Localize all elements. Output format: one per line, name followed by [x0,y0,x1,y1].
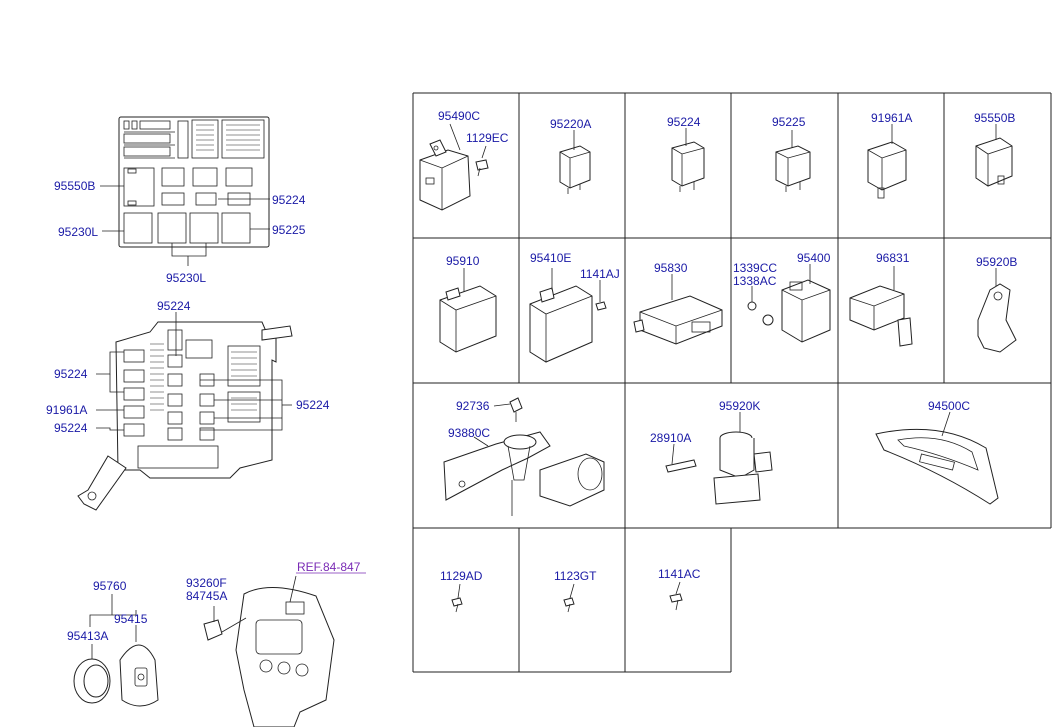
label-95225-grid[interactable]: 95225 [772,115,806,129]
part-95224-illustration [671,128,705,192]
part-95920k-illustration [665,412,773,505]
label-95224-right[interactable]: 95224 [296,398,330,412]
part-94500c-illustration [875,411,999,505]
label-95400[interactable]: 95400 [797,251,831,265]
part-1129ad-illustration [451,583,463,613]
label-95550b[interactable]: 95550B [54,179,95,193]
reference-link[interactable]: REF.84-847 [297,560,361,574]
label-93260f[interactable]: 93260F [186,576,227,590]
part-1141ac-illustration [669,581,683,611]
part-95830-illustration [633,274,723,345]
label-95410e[interactable]: 95410E [530,251,571,265]
part-95220a-illustration [559,130,591,194]
label-95224[interactable]: 95224 [272,193,306,207]
label-96831[interactable]: 96831 [876,251,910,265]
part-93880c-illustration [443,397,605,516]
label-1141ac[interactable]: 1141AC [658,567,701,581]
label-1339cc[interactable]: 1339CC [733,261,777,275]
label-92736[interactable]: 92736 [456,399,490,413]
part-91961a-illustration [867,124,907,199]
label-95224-left-lower[interactable]: 95224 [54,421,88,435]
parts-grid: 95490C 1129EC 95220A 95224 95225 [412,92,1052,673]
label-95415[interactable]: 95415 [114,612,148,626]
label-95224-top[interactable]: 95224 [157,299,191,313]
part-95225-illustration [775,130,811,192]
part-96831-illustration [849,266,913,347]
label-95760[interactable]: 95760 [93,579,127,593]
label-95230l[interactable]: 95230L [58,225,98,239]
label-95230l-bottom[interactable]: 95230L [166,271,206,285]
label-94500c[interactable]: 94500C [928,399,970,413]
part-1123gt-illustration [563,583,575,613]
part-95490c-illustration [419,123,489,211]
part-95400-illustration [747,264,831,343]
label-28910a[interactable]: 28910A [650,431,691,445]
part-95550b-illustration [975,124,1013,187]
center-panel-diagram: 93260F 84745A REF.84-847 [186,560,366,727]
fuse-box-diagram: 95550B 95224 95230L 95225 95230L [54,116,306,285]
label-1129ec[interactable]: 1129EC [466,131,509,145]
label-91961a[interactable]: 91961A [46,403,87,417]
label-95920k[interactable]: 95920K [719,399,760,413]
label-1141aj[interactable]: 1141AJ [580,267,620,281]
label-95224-grid[interactable]: 95224 [667,115,701,129]
remote-key-diagram: 95760 95413A 95415 [67,579,159,707]
label-95225[interactable]: 95225 [272,223,306,237]
label-95920b[interactable]: 95920B [976,255,1017,269]
label-95830[interactable]: 95830 [654,261,688,275]
label-84745a[interactable]: 84745A [186,589,227,603]
label-93880c[interactable]: 93880C [448,426,490,440]
label-1123gt[interactable]: 1123GT [554,569,597,583]
label-1129ad[interactable]: 1129AD [440,569,483,583]
label-95413a[interactable]: 95413A [67,629,108,643]
junction-box-diagram: 95224 95224 91961A 95224 95224 [46,299,330,511]
label-95550b-grid[interactable]: 95550B [974,111,1015,125]
part-95920b-illustration [977,268,1017,353]
label-1338ac[interactable]: 1338AC [733,274,777,288]
label-95220a[interactable]: 95220A [550,117,591,131]
label-95490c[interactable]: 95490C [438,109,480,123]
label-95224-left[interactable]: 95224 [54,367,88,381]
label-91961a-grid[interactable]: 91961A [871,111,912,125]
part-95910-illustration [439,268,497,353]
label-95910[interactable]: 95910 [446,254,480,268]
part-95410e-illustration [529,268,607,363]
